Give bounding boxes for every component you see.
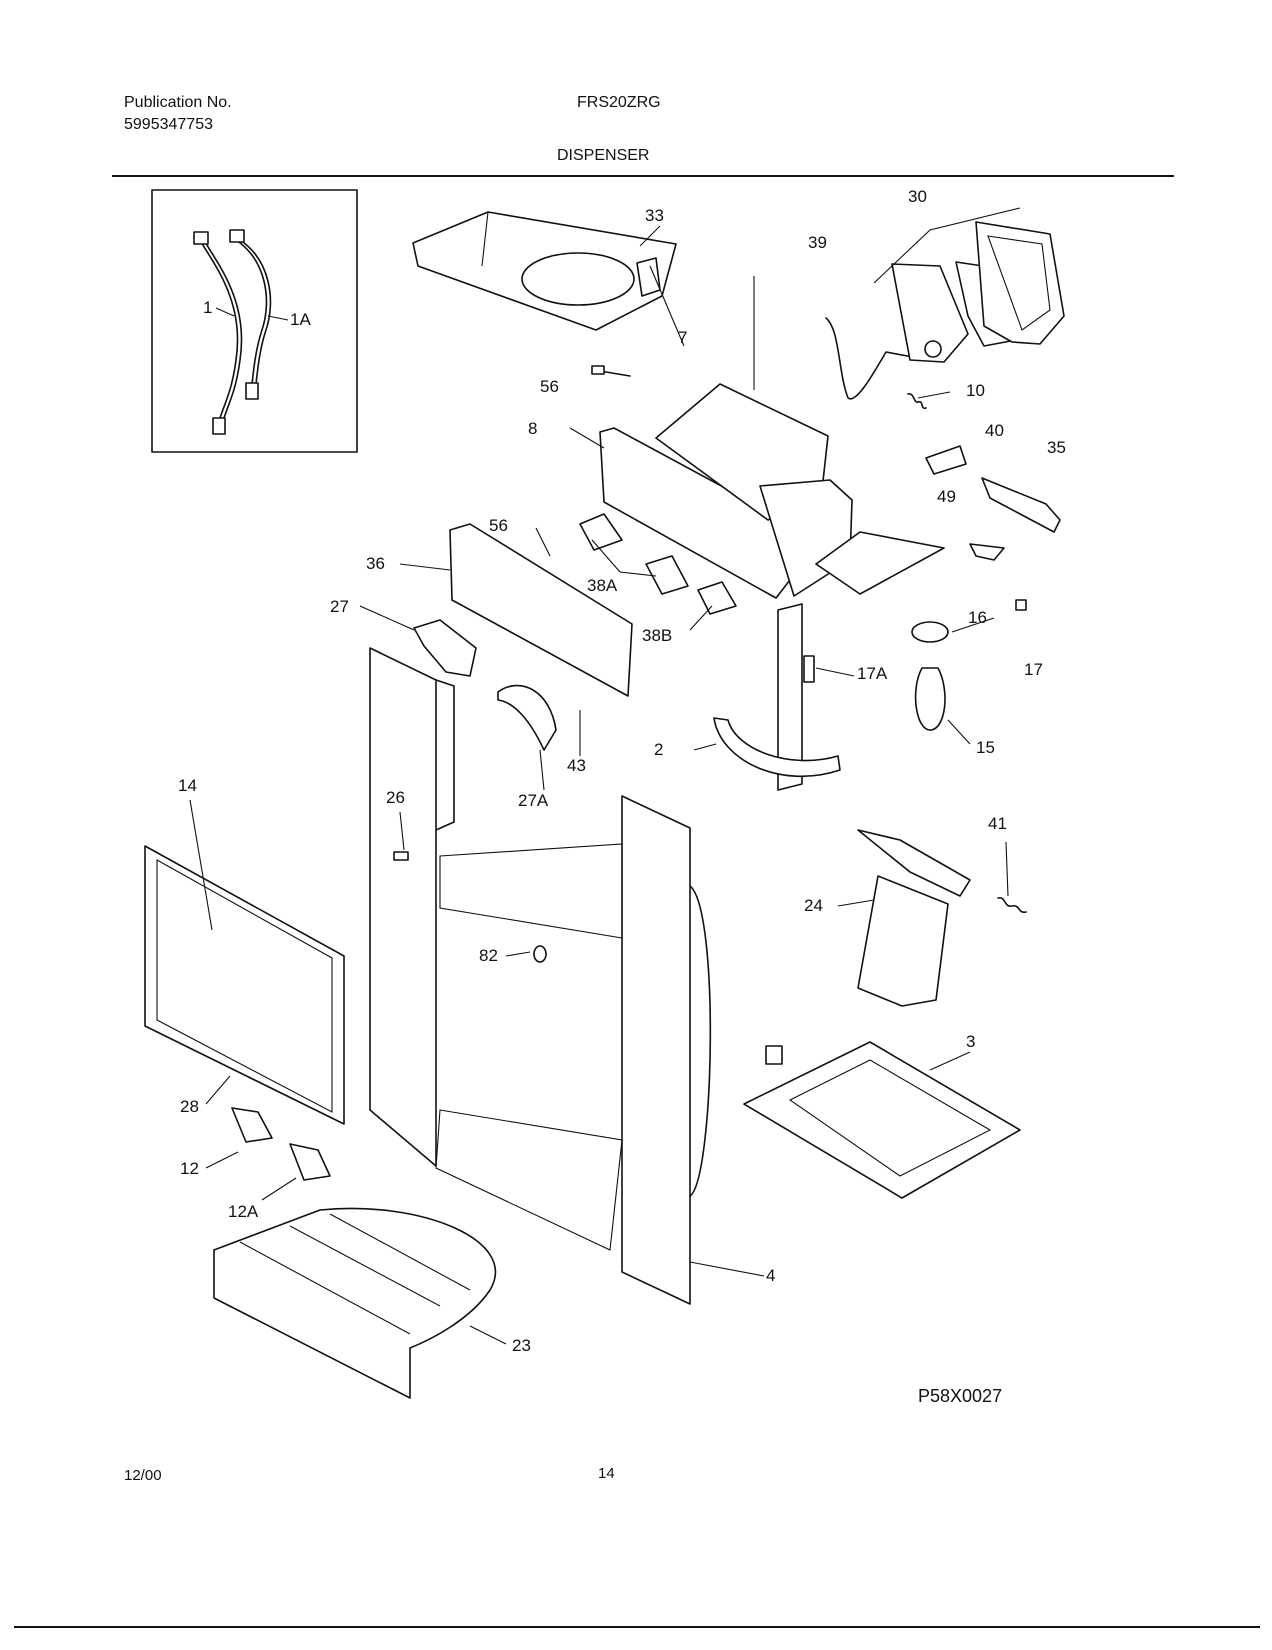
callout-24: 24: [804, 896, 823, 915]
callout-41: 41: [988, 814, 1007, 833]
part-39-30-10: [825, 207, 1065, 410]
reference-code: P58X0027: [918, 1386, 1003, 1406]
callout-27: 27: [330, 597, 349, 616]
part-12-12A: [231, 1107, 331, 1181]
callout-49: 49: [937, 487, 956, 506]
publication-number: 5995347753: [124, 116, 213, 133]
part-3-heater: [743, 1041, 1021, 1199]
callout-15: 15: [976, 738, 995, 757]
footer-date: 12/00: [124, 1467, 162, 1484]
callout-7: 7: [678, 328, 688, 347]
part-33-cover: [412, 211, 677, 331]
part-27-27A: [413, 619, 557, 751]
section-title: DISPENSER: [557, 147, 650, 164]
part-14-28: [144, 845, 345, 1125]
page-number: 14: [598, 1465, 615, 1482]
callout-43: 43: [567, 756, 586, 775]
callout-56-lower: 56: [489, 516, 508, 535]
callout-1: 1: [203, 298, 213, 317]
callout-39: 39: [808, 233, 827, 252]
leader-lines: [189, 225, 1009, 1345]
callout-16: 16: [968, 608, 987, 627]
callout-36: 36: [366, 554, 385, 573]
callout-4: 4: [766, 1266, 776, 1285]
part-left-panel: [369, 647, 455, 1167]
footer-rule: [14, 1626, 1260, 1628]
part-24-41: [857, 829, 1027, 1007]
callout-2: 2: [654, 740, 664, 759]
callout-26: 26: [386, 788, 405, 807]
part-8-housing: [599, 276, 945, 599]
callout-38A: 38A: [587, 576, 618, 595]
callout-14: 14: [178, 776, 197, 795]
callout-30: 30: [908, 187, 927, 206]
callout-17: 17: [1024, 660, 1043, 679]
callout-23: 23: [512, 1336, 531, 1355]
part-36-38: [449, 513, 737, 697]
callout-40: 40: [985, 421, 1004, 440]
callout-38B: 38B: [642, 626, 673, 645]
callout-12: 12: [180, 1159, 199, 1178]
header-rule: [112, 175, 1174, 177]
callout-28: 28: [180, 1097, 199, 1116]
callout-10: 10: [966, 381, 985, 400]
callout-27A: 27A: [518, 791, 549, 810]
model-number: FRS20ZRG: [577, 94, 661, 111]
part-column-2: [713, 603, 841, 791]
callout-56-upper: 56: [540, 377, 559, 396]
publication-label: Publication No.: [124, 94, 232, 111]
callout-35: 35: [1047, 438, 1066, 457]
callout-8: 8: [528, 419, 538, 438]
callout-12A: 12A: [228, 1202, 259, 1221]
callout-3: 3: [966, 1032, 976, 1051]
part-16-15-17: [911, 599, 1027, 731]
callout-17A: 17A: [857, 664, 888, 683]
part-40-35-49: [925, 445, 1061, 561]
part-23-tray: [213, 1207, 497, 1399]
callout-1A: 1A: [290, 310, 311, 329]
callout-82: 82: [479, 946, 498, 965]
callout-33: 33: [645, 206, 664, 225]
part-7-56: [591, 257, 661, 377]
part-4-frame: [435, 795, 712, 1305]
wire-inset: [151, 189, 358, 453]
